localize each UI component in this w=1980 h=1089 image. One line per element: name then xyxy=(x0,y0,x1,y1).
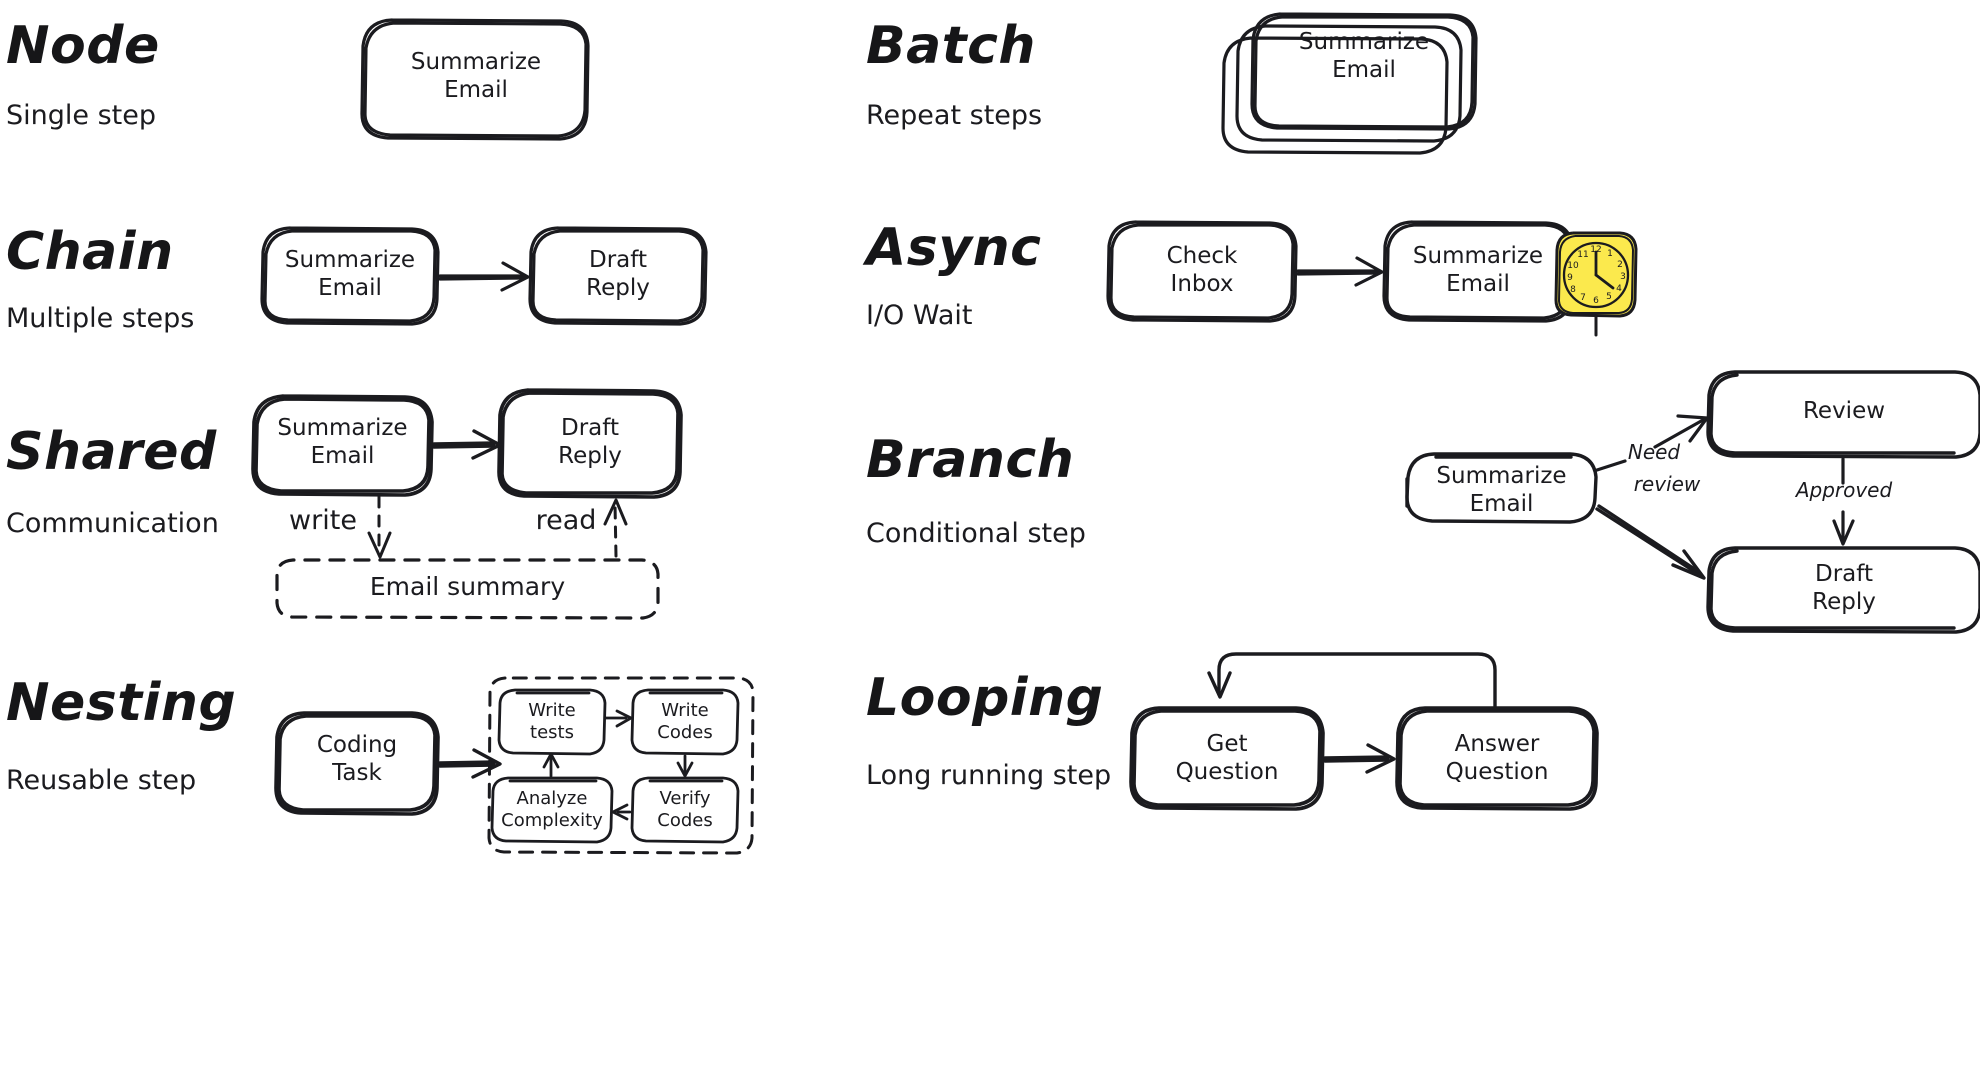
pattern-title-branch: Branch xyxy=(866,430,1075,490)
svg-text:6: 6 xyxy=(1593,296,1599,306)
pattern-title-batch: Batch xyxy=(866,16,1036,76)
pattern-title-chain: Chain xyxy=(6,222,174,282)
pattern-subtitle-branch: Conditional step xyxy=(866,518,1086,549)
shared-write-arrow xyxy=(367,495,392,559)
pattern-title-looping: Looping xyxy=(866,668,1104,728)
shared-draft-reply-shape[interactable] xyxy=(497,388,683,499)
pattern-title-shared: Shared xyxy=(6,422,217,482)
chain-arrow xyxy=(438,261,530,292)
async-arrow xyxy=(1296,256,1384,287)
nesting-inner-arrows xyxy=(542,709,694,821)
nesting-verify-codes-shape[interactable] xyxy=(630,776,740,844)
branch-direct-arrow xyxy=(1595,504,1706,580)
nesting-coding-task-shape[interactable] xyxy=(274,711,440,816)
batch-stack-shape[interactable] xyxy=(1221,12,1478,155)
pattern-subtitle-node: Single step xyxy=(6,100,156,131)
nesting-write-tests-shape[interactable] xyxy=(497,688,607,756)
svg-text:4: 4 xyxy=(1616,284,1622,294)
branch-need-review-arrow xyxy=(1595,414,1709,472)
svg-text:1: 1 xyxy=(1607,249,1613,259)
pattern-subtitle-chain: Multiple steps xyxy=(6,303,195,334)
svg-text:3: 3 xyxy=(1620,272,1626,282)
pattern-title-nesting: Nesting xyxy=(6,673,237,733)
shared-read-arrow xyxy=(603,498,628,558)
shared-store-shape[interactable] xyxy=(275,558,660,620)
pattern-subtitle-async: I/O Wait xyxy=(866,300,973,331)
pattern-title-async: Async xyxy=(866,218,1042,278)
branch-draft-reply-shape[interactable] xyxy=(1706,546,1980,634)
looping-forward-arrow xyxy=(1323,743,1396,774)
pattern-subtitle-batch: Repeat steps xyxy=(866,100,1043,131)
shared-main-arrow xyxy=(432,429,502,460)
svg-text:10: 10 xyxy=(1567,261,1579,271)
branch-summarize-email-shape[interactable] xyxy=(1405,452,1598,524)
nesting-entry-arrow xyxy=(438,748,502,779)
async-summarize-email-shape[interactable] xyxy=(1382,220,1574,323)
svg-text:7: 7 xyxy=(1580,293,1586,303)
svg-text:9: 9 xyxy=(1567,273,1573,283)
svg-text:11: 11 xyxy=(1577,250,1588,260)
svg-text:2: 2 xyxy=(1617,260,1623,270)
branch-review-shape[interactable] xyxy=(1706,370,1980,459)
node-summarize-email-shape[interactable] xyxy=(360,18,590,141)
pattern-subtitle-looping: Long running step xyxy=(866,760,1112,791)
svg-text:12: 12 xyxy=(1590,245,1601,255)
chain-summarize-email-shape[interactable] xyxy=(260,226,440,326)
looping-answer-question-shape[interactable] xyxy=(1395,706,1599,811)
looping-loopback-arrow xyxy=(1207,652,1497,708)
chain-draft-reply-shape[interactable] xyxy=(528,226,708,326)
nested-flow-container-shape[interactable] xyxy=(487,676,755,855)
shared-summarize-email-shape[interactable] xyxy=(251,394,434,497)
pattern-subtitle-shared: Communication xyxy=(6,508,219,539)
branch-approved-arrow xyxy=(1832,457,1855,546)
nesting-write-codes-shape[interactable] xyxy=(630,688,740,756)
nesting-analyze-complexity-shape[interactable] xyxy=(490,776,614,844)
looping-get-question-shape[interactable] xyxy=(1129,706,1325,811)
pattern-subtitle-nesting: Reusable step xyxy=(6,765,197,796)
svg-text:8: 8 xyxy=(1570,285,1576,295)
pattern-title-node: Node xyxy=(6,16,160,76)
async-check-inbox-shape[interactable] xyxy=(1106,220,1298,323)
svg-text:5: 5 xyxy=(1606,292,1612,302)
